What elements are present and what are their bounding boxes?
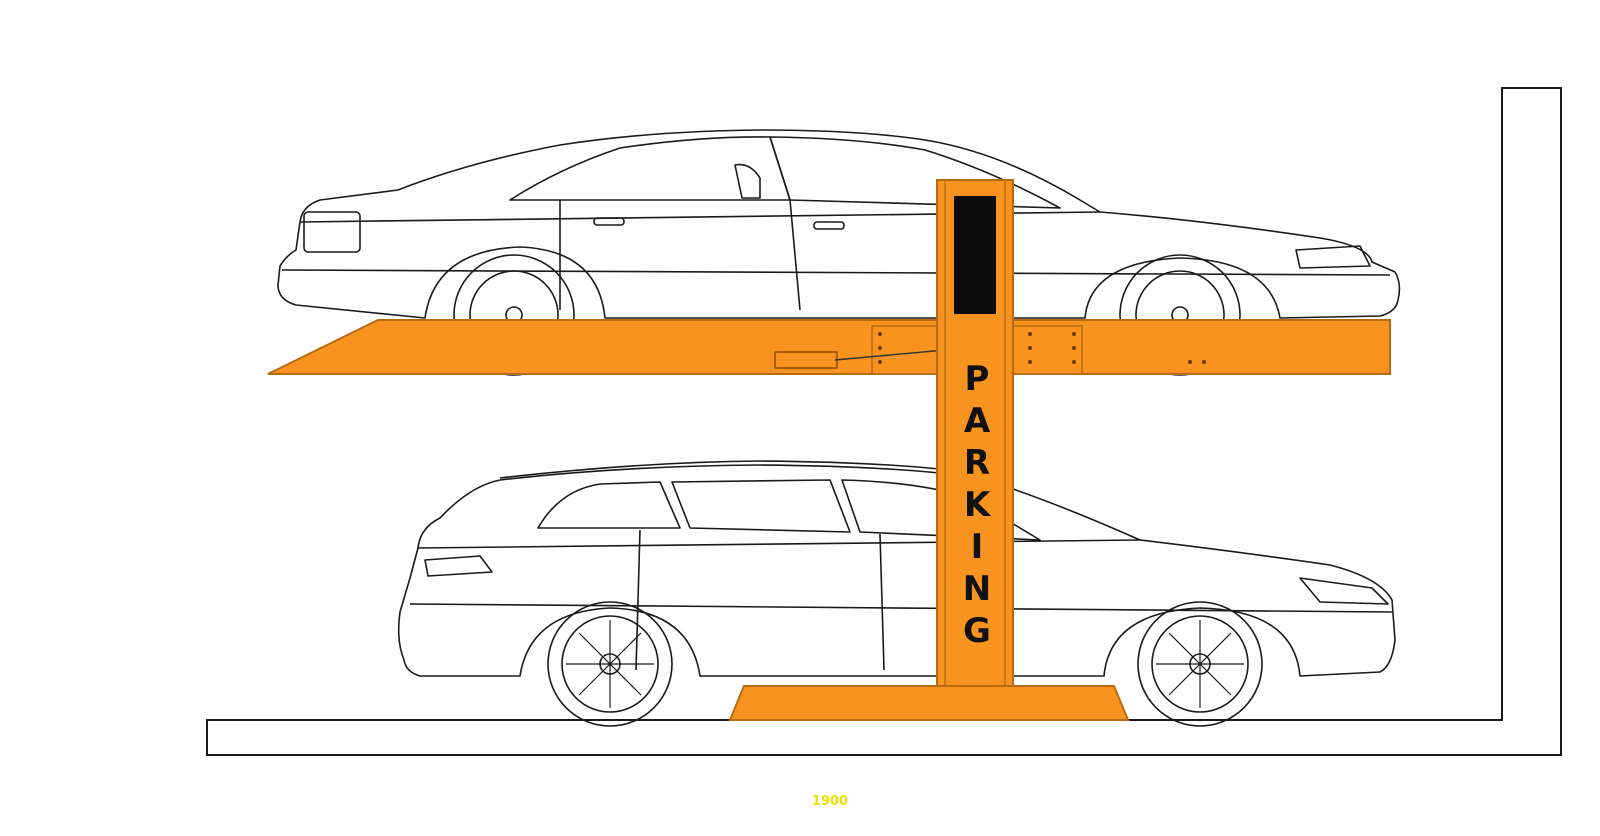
dimension-label: 1900 (812, 794, 848, 809)
parking-letter: P (965, 359, 990, 399)
lower-car-front-wheel (1137, 601, 1263, 727)
column-motor-window (954, 196, 996, 314)
parking-letter: A (964, 401, 991, 441)
parking-letter: G (963, 611, 991, 651)
lower-car-suv (397, 460, 1396, 727)
garage-structure (206, 87, 1562, 756)
parking-letter: I (971, 527, 984, 567)
upper-lift-platform (267, 319, 1391, 375)
lower-car-rear-wheel (547, 601, 673, 727)
parking-letter: R (964, 443, 990, 483)
parking-letter: N (963, 569, 991, 609)
upper-car-sedan (277, 129, 1401, 376)
column-base-plate (728, 685, 1130, 721)
lift-column (936, 179, 1014, 687)
parking-letter: K (964, 485, 992, 525)
parking-sign: P A R K I N G (963, 359, 992, 651)
garage-floor (206, 87, 1562, 756)
